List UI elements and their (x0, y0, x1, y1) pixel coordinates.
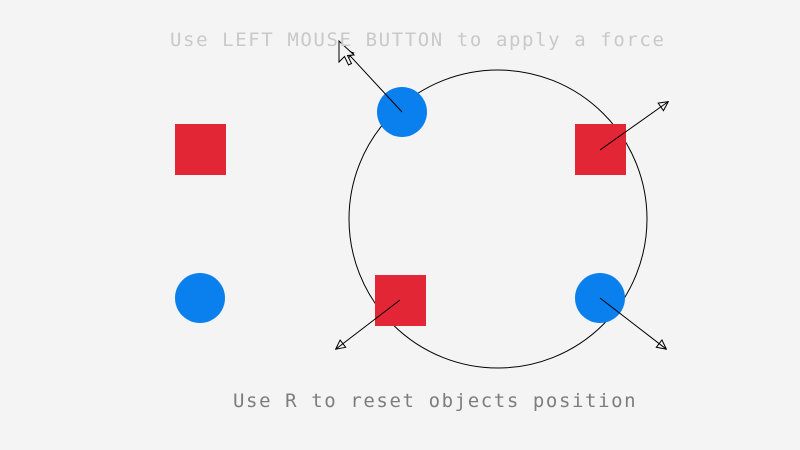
force-vector-circle-bottom-right (599, 297, 666, 349)
force-vector-square-bottom-center (336, 299, 401, 349)
constraint-ring (348, 69, 648, 369)
body-circle-bottom-left[interactable] (175, 273, 225, 323)
body-square-left-top[interactable] (175, 124, 226, 175)
force-vector-circle-top-center (344, 50, 403, 113)
hint-reset-objects: Use R to reset objects position (233, 390, 638, 412)
hint-apply-force: Use LEFT MOUSE BUTTON to apply a force (170, 29, 666, 51)
body-square-bottom-center[interactable] (375, 275, 426, 326)
mouse-pointer-icon (338, 39, 356, 66)
force-vector-square-top-right (599, 102, 668, 151)
